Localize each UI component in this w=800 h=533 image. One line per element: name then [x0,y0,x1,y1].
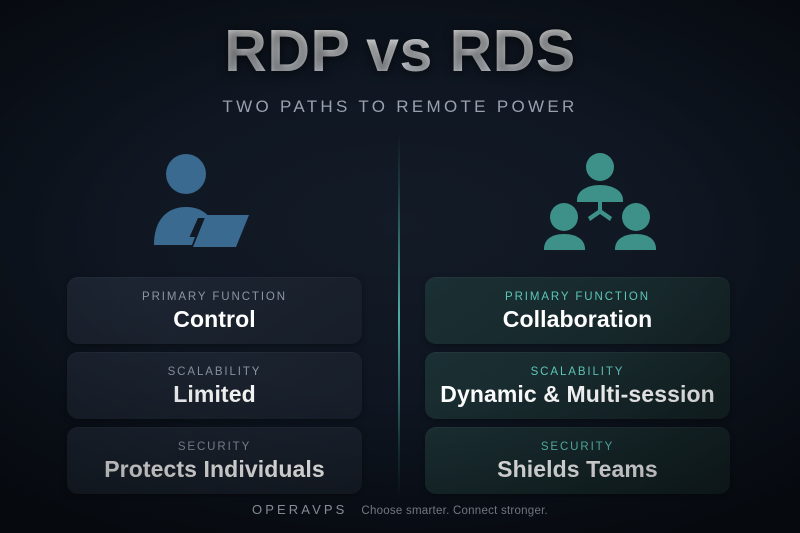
comparison-cards: PRIMARY FUNCTION Control PRIMARY FUNCTIO… [0,277,800,502]
card-right-security: SECURITY Shields Teams [425,427,730,494]
page-title: RDP vs RDS [0,22,800,81]
page-subtitle: TWO PATHS TO REMOTE POWER [222,97,578,116]
icon-columns [0,145,800,257]
card-value: Protects Individuals [104,456,325,483]
card-row-security: SECURITY Protects Individuals SECURITY S… [0,427,800,494]
card-row-primary-function: PRIMARY FUNCTION Control PRIMARY FUNCTIO… [0,277,800,344]
header: RDP vs RDS TWO PATHS TO REMOTE POWER [0,22,800,117]
brand-tagline: Choose smarter. Connect stronger. [361,505,548,517]
card-label: SCALABILITY [530,366,625,379]
card-label: PRIMARY FUNCTION [505,291,650,304]
card-value: Control [173,306,256,333]
footer: OPERAVPS Choose smarter. Connect stronge… [0,502,800,517]
card-label: PRIMARY FUNCTION [142,291,287,304]
card-value: Limited [173,381,256,408]
card-value: Shields Teams [497,456,658,483]
column-left [0,145,400,257]
card-label: SCALABILITY [167,366,262,379]
card-value: Dynamic & Multi-session [440,381,715,408]
card-right-primary-function: PRIMARY FUNCTION Collaboration [425,277,730,344]
card-row-scalability: SCALABILITY Limited SCALABILITY Dynamic … [0,352,800,419]
column-right [400,145,800,257]
card-right-scalability: SCALABILITY Dynamic & Multi-session [425,352,730,419]
card-left-primary-function: PRIMARY FUNCTION Control [67,277,362,344]
card-left-scalability: SCALABILITY Limited [67,352,362,419]
brand-wordmark: OPERAVPS [252,502,348,517]
card-left-security: SECURITY Protects Individuals [67,427,362,494]
center-divider [398,133,400,500]
team-network-icon [544,145,656,257]
person-at-laptop-icon [148,145,252,257]
card-value: Collaboration [502,306,653,333]
card-label: SECURITY [177,441,252,454]
card-label: SECURITY [540,441,615,454]
